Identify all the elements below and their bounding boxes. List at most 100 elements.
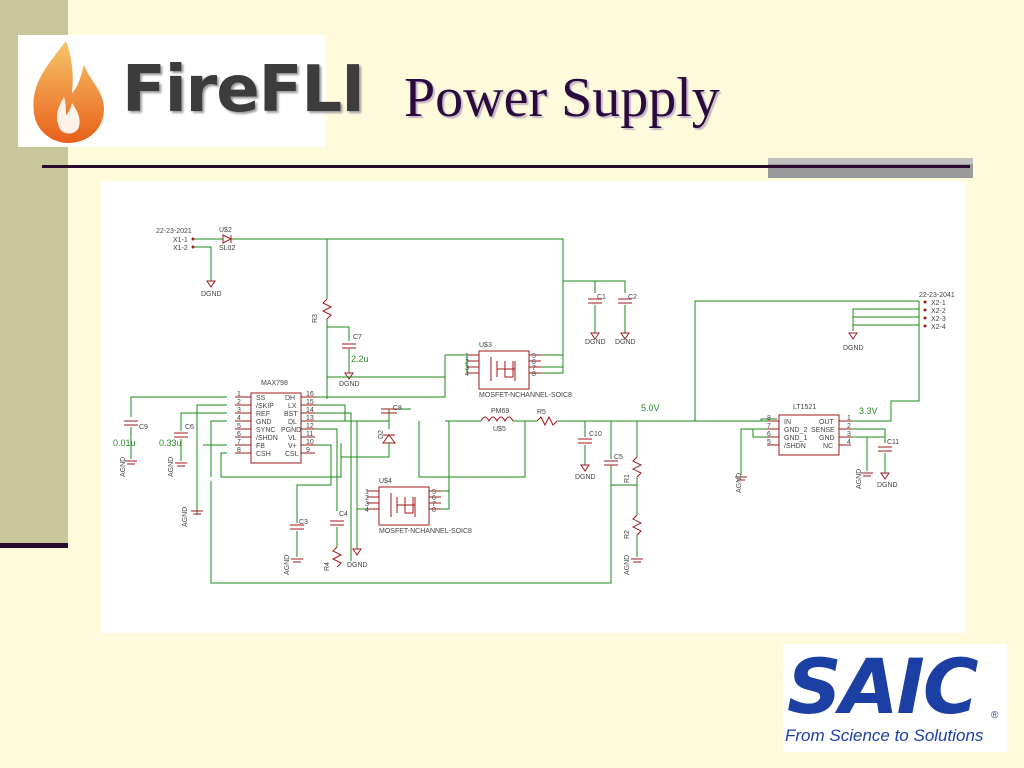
mosfet-bottom-drain-wire [441,421,450,510]
regulator-pin-label: GND [819,435,835,442]
regulator-pin-label: GND_1 [784,435,807,442]
c2-label: C2 [628,294,637,301]
mosfet-bottom-part-label: MOSFET-NCHANNEL-SOIC8 [379,528,472,535]
r5-symbol [536,415,558,427]
controller-pin-num: 1 [237,391,241,398]
controller-left-wires [130,396,342,515]
input-pin-1-label: X1-1 [173,237,188,244]
agnd-label: AGND [624,555,631,575]
controller-pin-label: /SHDN [256,435,278,442]
ground-symbol [175,462,187,467]
ground-symbol [880,472,890,480]
c5-symbol [604,460,618,466]
c5-label: C5 [614,454,623,461]
mosfet-bottom-symbol [390,493,416,517]
dgnd-label: DGND [877,482,898,489]
controller-pin-num: 11 [306,431,313,438]
controller-pin-label: /SKIP [256,403,274,410]
mosfet-bottom-pin-num: 3 [365,501,369,508]
r1-symbol [631,456,643,478]
dgnd-label: DGND [615,339,636,346]
c11-symbol [878,446,892,452]
regulator-output-wire [851,301,920,471]
left-accent-rule [0,543,68,548]
agnd-label: AGND [736,473,743,493]
c9-value: 0.01u [113,438,136,448]
ground-symbol [344,372,354,380]
agnd-label: AGND [284,555,291,575]
controller-label: MAX798 [261,380,288,387]
output-pin-dot [923,324,927,328]
ground-symbol [861,472,873,477]
mosfet-top-label: U$3 [479,342,492,349]
regulator-pin-label: NC [823,443,833,450]
controller-pin-num: 6 [237,431,241,438]
output-connector-wires [852,308,919,331]
ground-symbol [590,332,630,340]
regulator-pin-num: 8 [767,415,771,422]
regulator-pin-label: OUT [819,419,835,426]
controller-pin-num: 4 [237,415,241,422]
regulator-pin-num: 2 [847,423,851,430]
agnd-label: AGND [182,507,189,527]
dgnd-label: DGND [347,562,368,569]
c9-symbol [124,420,138,426]
firefli-wordmark: FireFLI [122,53,365,127]
saic-registered-mark: ® [991,710,999,721]
d2-label: D2 [378,430,385,439]
mosfet-bottom-pin-num: 1 [365,489,369,496]
controller-pin-label: CSL [285,451,299,458]
mosfet-top-source-wire [326,354,468,385]
c6-symbol [174,432,188,438]
controller-pin-num: 7 [237,439,241,446]
controller-pin-label: DL [288,419,297,426]
c7-value: 2.2u [351,354,369,364]
inductor-label: PM69 [491,408,509,415]
controller-left-pins [235,396,315,454]
mosfet-top-pin-num: 7 [532,365,536,372]
controller-pin-label: V+ [288,443,297,450]
c6-label: C6 [185,424,194,431]
r2-label: R2 [624,530,631,539]
controller-body [250,392,302,464]
regulator-ground-wire [740,428,767,475]
regulator-label: LT1521 [793,404,816,411]
flame-icon [33,41,105,143]
regulator-pin-num: 4 [847,439,851,446]
r1-r2-wire [611,477,638,515]
regulator-pin-num: 5 [767,439,771,446]
controller-pin-label: DH [285,395,295,402]
controller-pin-num: 16 [306,391,314,398]
c7-label: C7 [353,334,362,341]
c8-label: C8 [393,405,402,412]
rail-5v-label: 5.0V [641,403,660,413]
mosfet-top-pin-num: 6 [532,359,536,366]
ground-symbol [125,460,137,465]
mosfet-top-symbol [490,357,516,381]
input-ground-wire [193,246,212,281]
mosfet-top-pin-num: 4 [465,371,469,378]
regulator-body [778,414,840,456]
controller-pin-num: 8 [237,447,241,454]
saic-tagline: From Science to Solutions [785,726,984,745]
mosfet-top-body [478,350,530,390]
r4-symbol [331,546,343,568]
mosfet-top-part-label: MOSFET-NCHANNEL-SOIC8 [479,392,572,399]
output-pin-3-label: X2-3 [931,316,946,323]
dgnd-label: DGND [843,345,864,352]
ground-symbol [191,510,203,515]
controller-pin-label: PGND [281,427,301,434]
ground-symbol [291,558,303,563]
controller-pin-label: GND [256,419,272,426]
c7-symbol [342,343,356,349]
dgnd-label: DGND [575,474,596,481]
controller-pin-label: VL [288,435,297,442]
controller-pin-num: 5 [237,423,241,430]
agnd-label: AGND [120,457,127,477]
controller-pin-num: 13 [306,415,314,422]
controller-right-wires [296,377,446,561]
output-connector-label: 22-23-2041 [919,292,955,299]
ground-symbol [206,280,216,288]
regulator-pin-label: /SHDN [784,443,806,450]
mosfet-bottom-pin-num: 8 [432,507,436,514]
